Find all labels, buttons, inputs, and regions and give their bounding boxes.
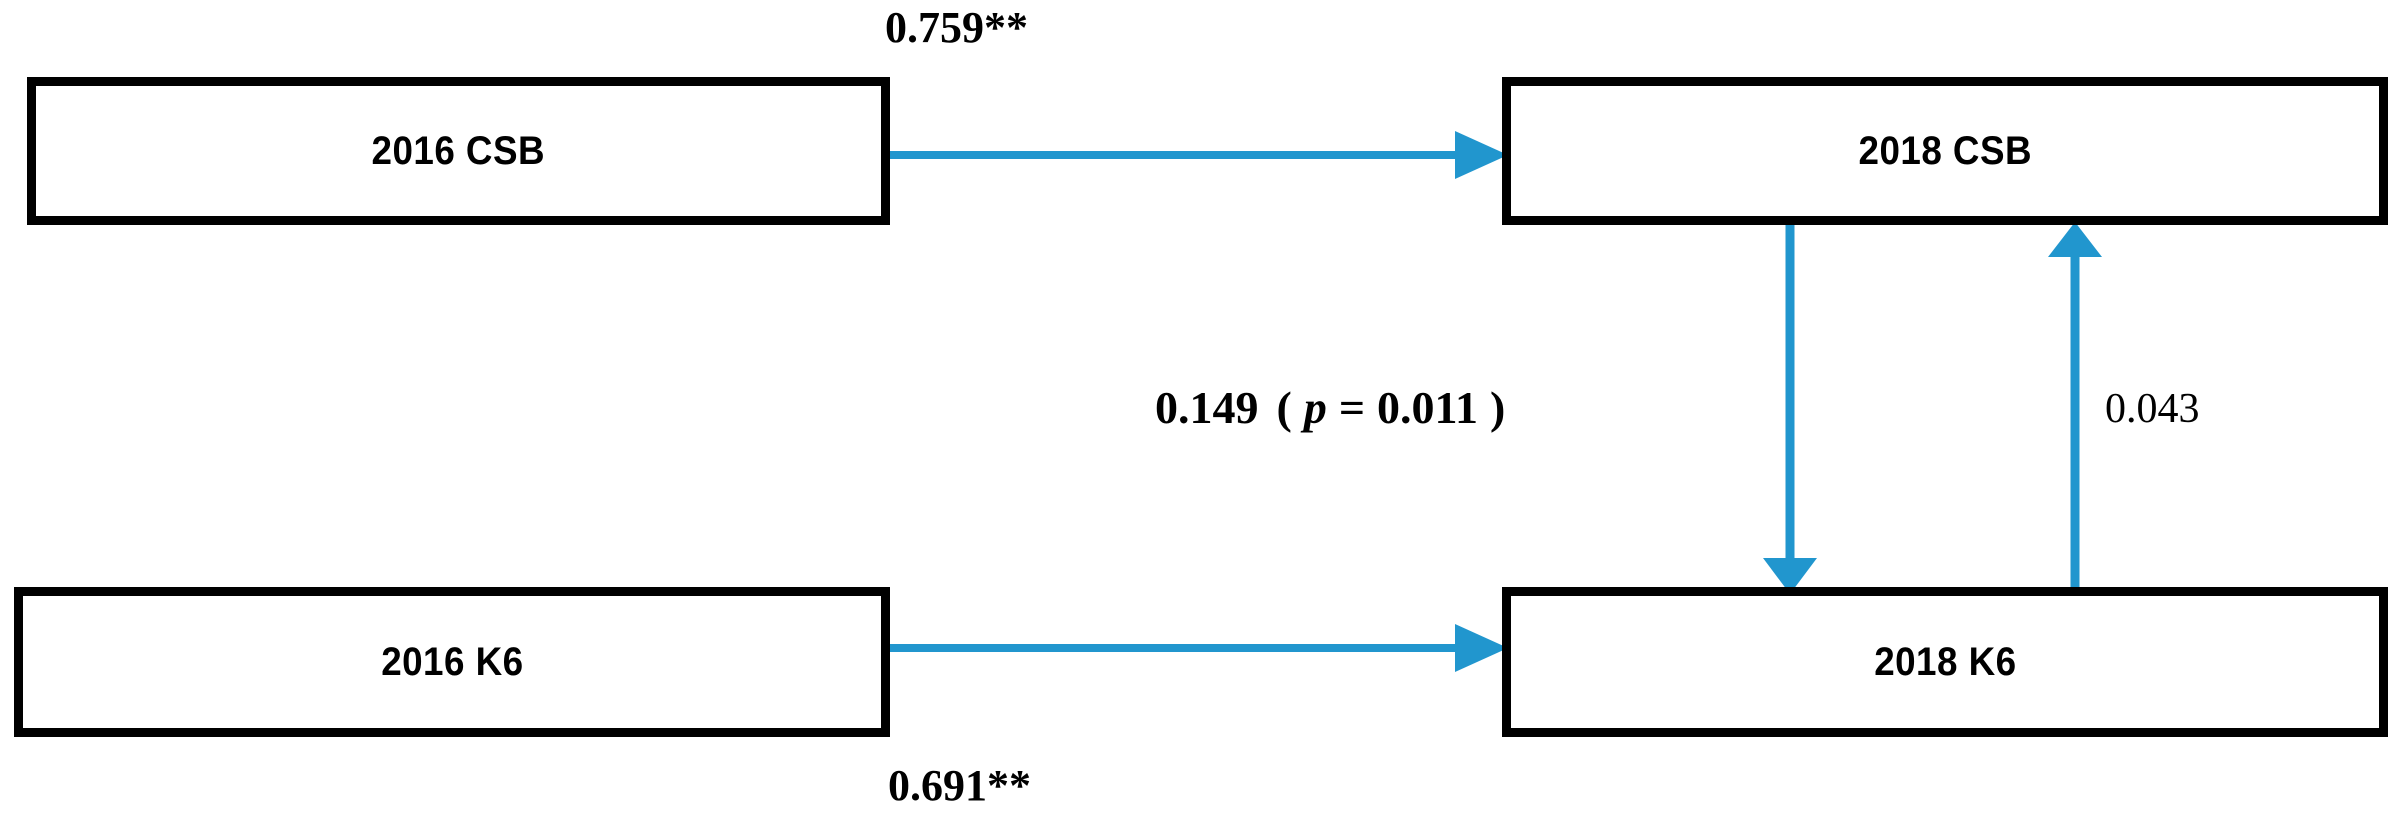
node-label-k6-2018: 2018 K6 bbox=[1873, 639, 2017, 684]
path-label-k6-to-csb-cross: 0.043 bbox=[2105, 386, 2200, 432]
path-label-k6-autoregressive: 0.691** bbox=[888, 761, 1031, 810]
path-label-csb-autoregressive: 0.759** bbox=[885, 3, 1028, 52]
cross-p-open-paren: ( bbox=[1276, 382, 1292, 433]
path-label-csb-to-k6-cross: 0.149 (p=0.011) bbox=[1155, 381, 1505, 434]
arrowhead-k6-autoregressive bbox=[1455, 624, 1508, 672]
node-label-csb-2016: 2016 CSB bbox=[371, 128, 546, 173]
node-label-k6-2016: 2016 K6 bbox=[380, 639, 524, 684]
arrowhead-k6-to-csb-cross bbox=[2048, 222, 2102, 257]
node-box-k6-2016[interactable]: 2016 K6 bbox=[14, 587, 890, 737]
cross-p-symbol: p bbox=[1303, 382, 1327, 433]
arrowhead-csb-autoregressive bbox=[1455, 131, 1508, 179]
node-label-csb-2018: 2018 CSB bbox=[1858, 128, 2032, 173]
cross-p-close-paren: ) bbox=[1490, 382, 1506, 433]
node-box-csb-2016[interactable]: 2016 CSB bbox=[27, 77, 890, 225]
cross-p-value: 0.011 bbox=[1377, 382, 1479, 433]
arrow-k6-autoregressive bbox=[885, 624, 1508, 672]
node-box-csb-2018[interactable]: 2018 CSB bbox=[1502, 77, 2388, 225]
cross-coefficient-value: 0.149 bbox=[1155, 382, 1259, 433]
node-box-k6-2018[interactable]: 2018 K6 bbox=[1502, 587, 2388, 737]
cross-p-equals: = bbox=[1338, 382, 1366, 433]
arrow-csb-autoregressive bbox=[885, 131, 1508, 179]
